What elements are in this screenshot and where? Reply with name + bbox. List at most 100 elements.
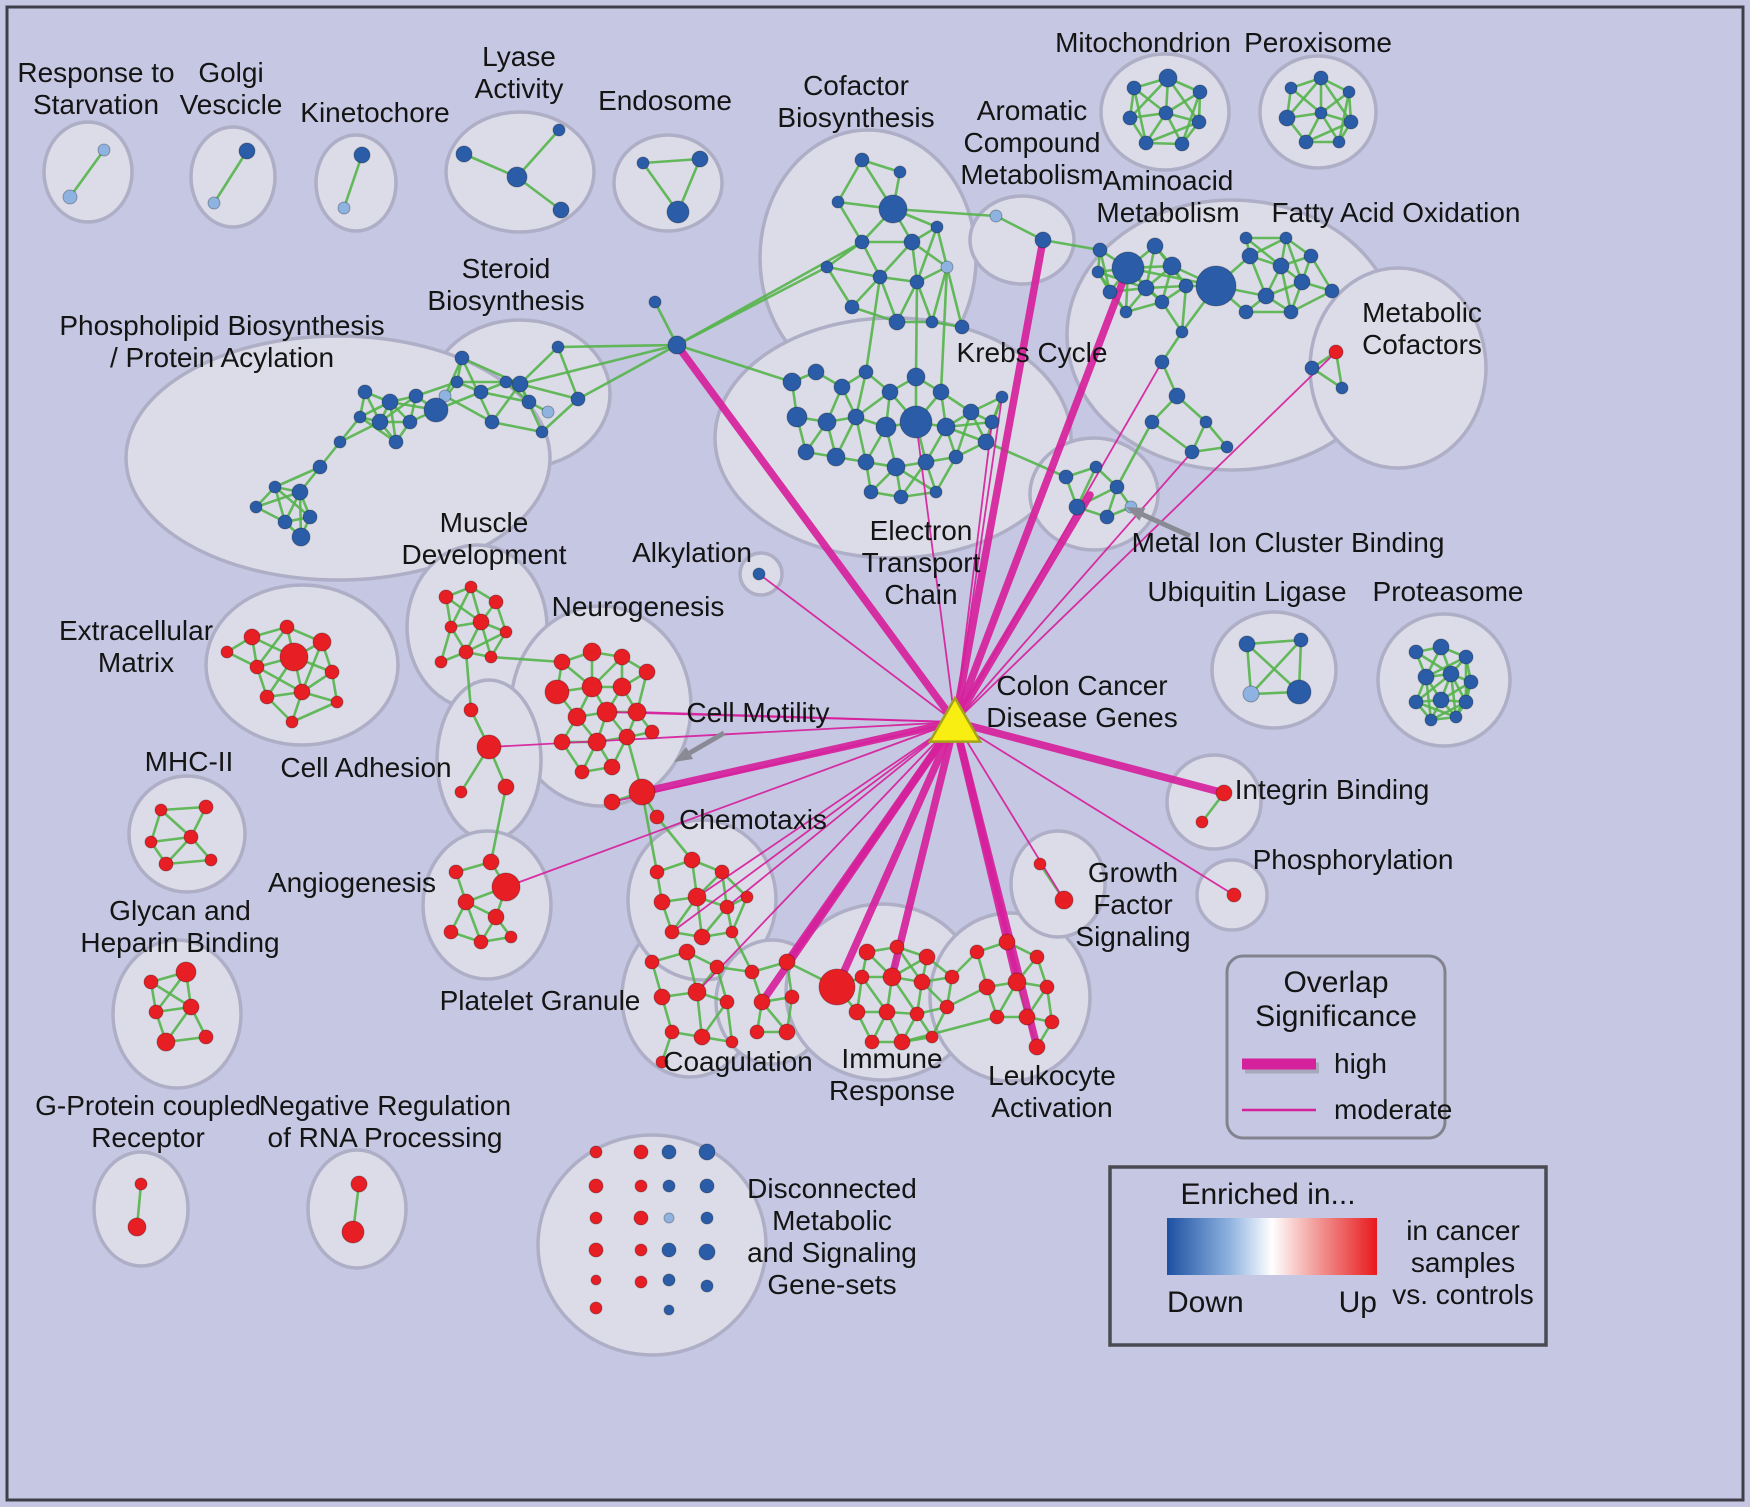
cluster-label-cell-motility: Cell Motility [686,697,829,728]
colon-cancer-hub-triangle [927,695,983,743]
gene-set-node-proteasome [1432,691,1450,709]
gene-set-node-chemotaxis [683,851,701,869]
gene-set-node-lyase-activity [552,123,566,137]
gene-set-node-alkylation [752,567,766,581]
gene-set-node-mhc-ii [204,853,218,867]
gene-set-node-phospholipid-biosynthesis [249,500,263,514]
gene-set-node-ubiquitin-ligase [1286,679,1312,705]
gene-set-node-muscle-development [434,655,448,669]
gene-set-node-electron-transport-chain [875,416,897,438]
gene-set-node-steroid-biosynthesis [438,389,452,403]
gene-set-edge-intercluster [655,816,694,861]
gene-set-node-disconnected-gene-sets [633,1210,649,1226]
gene-set-node-leukocyte-activation [1028,1038,1046,1056]
gene-set-node-neurogenesis [603,758,621,776]
cluster-label-aminoacid-fatty-acid: Fatty Acid Oxidation [1271,197,1520,228]
gene-set-node-mhc-ii [183,829,199,845]
gene-set-node-muscle-development [458,644,474,660]
gene-set-node-electron-transport-chain [984,414,1000,430]
gene-set-node-immune-response [854,969,870,985]
gene-set-node-proteasome [1424,713,1438,727]
gene-set-node-immune-response [913,973,931,991]
gene-set-node-peroxisome [1278,109,1296,127]
cluster-label-phosphorylation: Phosphorylation [1253,844,1454,875]
gene-set-node-muscle-development [484,650,498,664]
gene-set-node-aminoacid-fatty-acid [1184,444,1200,460]
overlap-edge-high [951,236,1047,726]
gene-set-node-cofactor-biosynthesis [903,233,921,251]
gene-set-node-negative-regulation-rna [350,1175,368,1193]
cluster-label-chemotaxis: Chemotaxis [679,804,827,835]
gene-set-node-aminoacid-fatty-acid [1238,304,1254,320]
gene-set-node-neurogenesis [581,676,603,698]
gene-set-node-cofactor-biosynthesis [854,152,870,168]
gene-set-edge [519,346,559,385]
cluster-label-endosome: Endosome [598,85,732,116]
gene-set-edge-intercluster [519,343,678,386]
gene-set-node-disconnected-gene-sets [700,1279,714,1293]
overlap-edge-moderate [758,573,956,723]
gene-set-node-growth-factor-signaling [1033,857,1047,871]
gene-set-node-aminoacid-fatty-acid [1272,257,1290,275]
gene-set-node-electron-transport-chain [899,405,933,439]
gene-set-node-metabolic-cofactors [1328,344,1344,360]
gene-set-node-electron-transport-chain [948,449,964,465]
gene-set-node-cell-adhesion [497,778,515,796]
gene-set-edge [836,201,864,243]
gene-set-edge [1180,91,1202,145]
legend-overlap-label-high: high [1334,1048,1387,1079]
gene-set-node-disconnected-gene-sets [588,1242,604,1258]
gene-set-node-electron-transport-chain [932,383,950,401]
cluster-label-mhc-ii: MHC-II [145,746,234,777]
gene-set-node-phospholipid-biosynthesis [408,388,424,404]
gene-set-node-phospholipid-biosynthesis [291,527,311,547]
overlap-edge-moderate [954,721,1065,901]
gene-set-edge [541,398,579,433]
gene-set-node-disconnected-gene-sets [634,1179,648,1193]
gene-set-node-phospholipid-biosynthesis [333,435,347,449]
gene-set-node-disconnected-gene-sets [663,1212,675,1224]
gene-set-node-peroxisome [1314,106,1328,120]
gene-set-edge [1250,639,1302,695]
gene-set-node-metal-ion-cluster-binding [1058,469,1074,485]
gene-set-node-immune-response [878,1003,896,1021]
gene-set-edge [915,226,939,283]
gene-set-edge [995,214,1044,242]
gene-set-edge [342,154,364,209]
gene-set-node-coagulation [749,1024,765,1040]
gene-set-node-electron-transport-chain [857,453,875,471]
gene-set-node-muscle-development [444,620,458,634]
gene-set-node-mhc-ii [154,803,168,817]
gene-set-edge-intercluster [730,931,754,973]
gene-set-node-neurogenesis [587,732,607,752]
gene-set-node-disconnected-gene-sets [588,1178,604,1194]
gene-set-node-peroxisome [1342,85,1356,99]
pointer-arrow-head [674,746,694,762]
gene-set-node-electron-transport-chain [917,453,935,471]
gene-set-edge [1246,638,1302,646]
gene-set-node-platelet-granule [644,954,660,970]
gene-set-node-golgi-vescicle [207,196,221,210]
gene-set-node-kinetochore [337,201,351,215]
gene-set-node-aminoacid-fatty-acid [1162,256,1182,276]
overlap-edge-high [951,718,1228,797]
gene-set-node-mitochondrion [1158,68,1178,88]
gene-set-node-disconnected-gene-sets [589,1211,603,1225]
gene-set-node-cofactor-biosynthesis [925,315,939,329]
gene-set-node-electron-transport-chain [893,489,909,505]
cluster-label-angiogenesis: Angiogenesis [268,867,436,898]
legend-enriched-down-label: Down [1167,1286,1244,1319]
gene-set-node-lyase-activity [455,145,473,163]
cluster-bubble-g-protein-coupled-receptor [92,1150,190,1268]
gene-set-node-phospholipid-biosynthesis [371,413,389,431]
gene-set-node-muscle-development [499,625,513,639]
gene-set-node-leukocyte-activation [1029,949,1045,965]
gene-set-node-phospholipid-biosynthesis [312,459,328,475]
overlap-edge-moderate [915,421,956,723]
gene-set-edge [165,858,212,866]
